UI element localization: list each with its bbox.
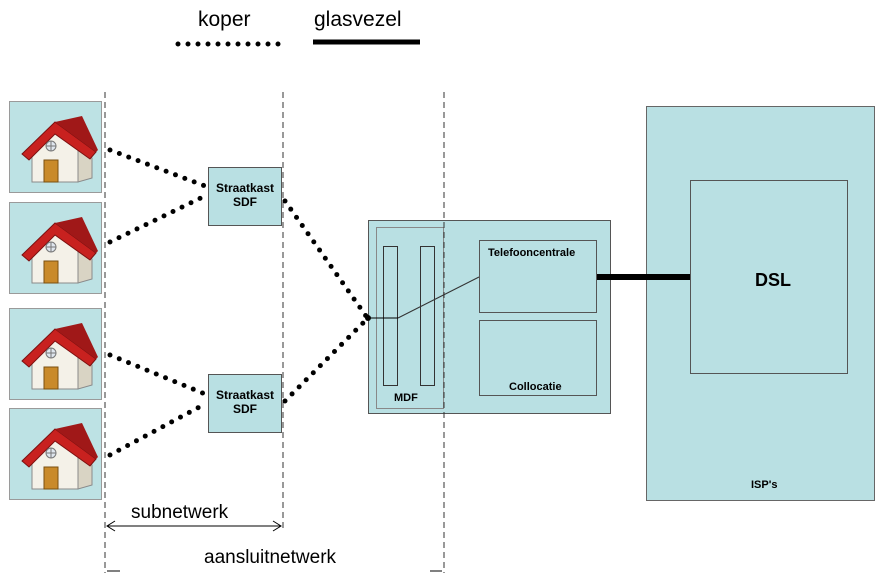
- house-icon: [9, 202, 102, 294]
- copper-line: [282, 198, 369, 319]
- cabinet-line2: SDF: [233, 195, 257, 209]
- dsl-label: DSL: [755, 270, 791, 290]
- copper-line: [282, 317, 369, 404]
- cabinet-line2: SDF: [233, 402, 257, 416]
- copper-line: [107, 401, 208, 458]
- exchange-link: [397, 276, 480, 319]
- copper-line: [107, 193, 208, 245]
- house-icon: [9, 101, 102, 193]
- isp-label: ISP's: [751, 479, 778, 491]
- collocation-box: Collocatie: [479, 320, 597, 396]
- cabinet-line1: Straatkast: [215, 181, 275, 195]
- access-network-label: aansluitnetwerk: [204, 547, 337, 568]
- exchange-block: [368, 220, 611, 414]
- legend-copper-label: koper: [198, 8, 251, 31]
- cabinet-line1: Straatkast: [215, 388, 275, 402]
- house-icon: [9, 308, 102, 400]
- subnetwork-label: subnetwerk: [131, 502, 229, 523]
- house-icon: [9, 408, 102, 500]
- collocation-label: Collocatie: [509, 381, 562, 393]
- mdf-bar-right: [420, 246, 435, 386]
- telephone-exchange-box: Telefooncentrale: [479, 240, 597, 313]
- street-cabinet-sdf: Straatkast SDF: [208, 167, 282, 226]
- dsl-box: DSL: [690, 180, 848, 374]
- copper-line: [107, 147, 208, 189]
- legend-fiber-label: glasvezel: [314, 8, 402, 31]
- copper-line: [107, 352, 208, 397]
- mdf-bar-left: [383, 246, 398, 386]
- street-cabinet-sdf: Straatkast SDF: [208, 374, 282, 433]
- mdf-label: MDF: [394, 392, 418, 404]
- telephone-exchange-label: Telefooncentrale: [488, 247, 576, 259]
